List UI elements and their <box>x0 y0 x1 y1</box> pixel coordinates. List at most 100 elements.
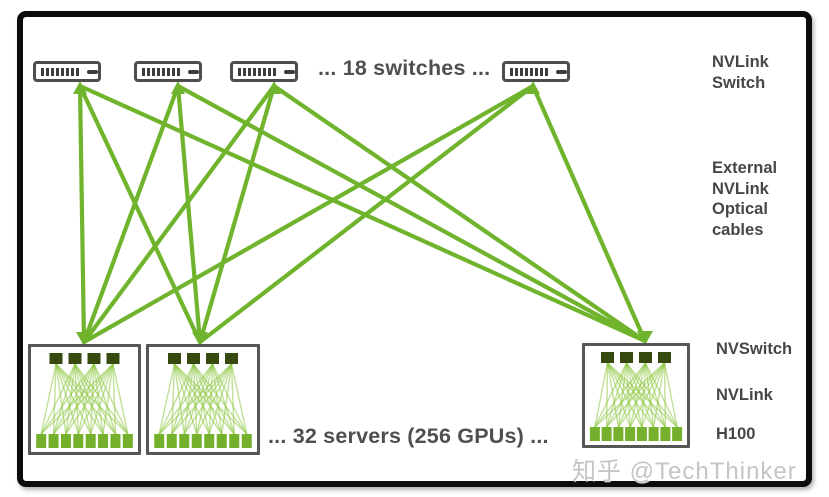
nvlink-mesh-line <box>605 362 609 428</box>
h100-gpu-square-icon <box>589 427 600 441</box>
server-internal-mesh <box>154 353 252 448</box>
nvlink-mesh-line <box>211 363 223 435</box>
nvlink-mesh-line <box>93 363 129 435</box>
nvlink-mesh-line <box>171 363 214 435</box>
h100-gpu-square-icon <box>613 427 624 441</box>
nvlink-mesh-line <box>594 362 647 428</box>
h100-gpu-square-icon <box>110 434 121 448</box>
nvlink-mesh-line <box>53 363 114 435</box>
label-external-nvlink-optical-cables: External NVLink Optical cables <box>712 159 778 239</box>
nvlink-mesh-line <box>641 362 666 428</box>
nvlink-mesh-line <box>65 363 76 435</box>
h100-gpu-square-icon <box>241 434 252 448</box>
switch-ports-icon <box>41 67 79 76</box>
nvlink-mesh-line <box>594 362 628 428</box>
nvlink-mesh-line <box>594 362 665 428</box>
nvswitch-square-icon <box>206 353 219 364</box>
nvlink-mesh-line <box>230 363 248 435</box>
nvlink-mesh-line <box>625 362 631 428</box>
nvswitch-square-icon <box>620 352 633 363</box>
h100-gpu-square-icon <box>601 427 612 441</box>
nvlink-mesh-line <box>663 362 667 428</box>
nvlink-switch-icon <box>230 61 298 82</box>
switch-dash-icon <box>556 69 567 74</box>
server-internal-mesh <box>36 353 133 448</box>
nvlink-mesh-line <box>52 363 76 435</box>
h100-gpu-square-icon <box>179 434 190 448</box>
switch-dash-icon <box>284 69 295 74</box>
nvswitch-square-icon <box>187 353 200 364</box>
nvlink-mesh-line <box>158 363 232 435</box>
nvlink-mesh-line <box>90 363 114 435</box>
nvlink-mesh-line <box>211 363 235 435</box>
nvlink-switch-icon <box>502 61 570 82</box>
nvlink-mesh-line <box>65 363 95 435</box>
nvlink-mesh-line <box>211 363 248 435</box>
nvlink-mesh-line <box>77 363 95 435</box>
nvlink-mesh-line <box>77 363 114 435</box>
nvlink-mesh-line <box>644 362 678 428</box>
nvlink-mesh-line <box>183 363 233 435</box>
nvswitch-square-icon <box>68 353 82 364</box>
server-count-label: ... 32 servers (256 GPUs) ... <box>268 424 549 448</box>
h100-gpu-square-icon <box>672 427 683 441</box>
nvlink-mesh-line <box>158 363 176 435</box>
h100-gpu-square-icon <box>48 434 59 448</box>
nvlink-mesh-line <box>93 363 104 435</box>
h100-gpu-square-icon <box>216 434 227 448</box>
nvlink-mesh-line <box>625 362 655 428</box>
label-nvlink-switch: NVLink Switch <box>712 53 769 92</box>
server-box <box>582 343 690 448</box>
nvlink-mesh-line <box>644 362 655 428</box>
h100-gpu-square-icon <box>122 434 133 448</box>
nvswitch-square-icon <box>168 353 181 364</box>
h100-gpu-square-icon <box>85 434 96 448</box>
nvswitch-square-icon <box>49 353 63 364</box>
switch-dash-icon <box>188 69 199 74</box>
nvlink-mesh-line <box>208 363 233 435</box>
h100-gpu-square-icon <box>191 434 202 448</box>
nvlink-mesh-line <box>208 363 214 435</box>
nvlink-mesh-line <box>617 362 628 428</box>
nvlink-mesh-line <box>663 362 678 428</box>
switch-dash-icon <box>87 69 98 74</box>
nvlink-mesh-line <box>171 363 233 435</box>
nvlink-mesh-line <box>641 362 647 428</box>
server-internal-mesh <box>589 352 683 441</box>
nvswitch-square-icon <box>601 352 614 363</box>
nvlink-mesh-line <box>629 362 666 428</box>
nvlink-mesh-line <box>625 362 678 428</box>
h100-gpu-square-icon <box>73 434 84 448</box>
h100-gpu-square-icon <box>154 434 165 448</box>
nvlink-mesh-line <box>652 362 666 428</box>
nvlink-mesh-line <box>606 362 647 428</box>
nvlink-mesh-line <box>52 363 95 435</box>
nvlink-mesh-line <box>625 362 666 428</box>
switch-count-label: ... 18 switches ... <box>318 56 491 80</box>
h100-gpu-square-icon <box>204 434 215 448</box>
switch-ports-icon <box>238 67 276 76</box>
nvlink-mesh-line <box>40 363 114 435</box>
switch-ports-icon <box>510 67 548 76</box>
nvlink-mesh-line <box>594 362 609 428</box>
nvlink-mesh-line <box>40 363 57 435</box>
watermark: 知乎 @TechThinker <box>572 458 797 485</box>
nvlink-mesh-line <box>65 363 114 435</box>
switch-ports-icon <box>142 67 180 76</box>
h100-gpu-square-icon <box>648 427 659 441</box>
nvswitch-square-icon <box>106 353 120 364</box>
nvlink-mesh-line <box>93 363 117 435</box>
nvlink-mesh-line <box>617 362 647 428</box>
nvlink-mesh-line <box>40 363 95 435</box>
nvlink-mesh-line <box>644 362 667 428</box>
nvlink-switch-icon <box>33 61 101 82</box>
nvlink-mesh-line <box>171 363 195 435</box>
server-box <box>146 344 260 455</box>
nvlink-mesh-line <box>629 362 647 428</box>
nvswitch-square-icon <box>225 353 238 364</box>
nvlink-mesh-line <box>196 363 233 435</box>
label-h100: H100 <box>716 425 756 443</box>
label-nvlink: NVLink <box>716 386 773 404</box>
h100-gpu-square-icon <box>660 427 671 441</box>
